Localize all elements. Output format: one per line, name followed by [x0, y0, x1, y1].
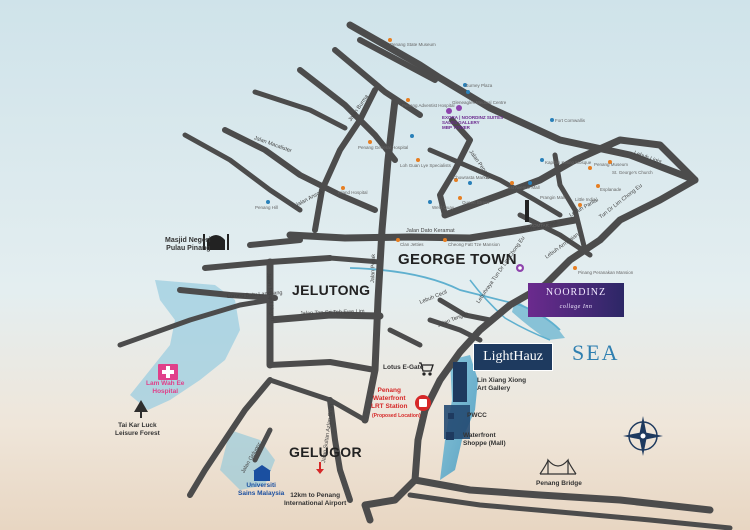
komtar-tower: [525, 200, 529, 222]
pin-icon: [516, 264, 524, 272]
small-label-17: Cheong Fatt Tze Mansion: [448, 242, 500, 247]
building-icon: [444, 362, 538, 440]
bridge-icon: [539, 458, 577, 475]
small-label-3: Loh Guan Lye Specialists: [400, 163, 451, 168]
compass-icon: [623, 416, 663, 456]
small-label-6: 1st Avenue Mall: [508, 185, 540, 190]
small-label-16: Pinang Peranakan Mansion: [578, 270, 634, 275]
small-label-11: Kapitan Keling Mosque: [545, 160, 592, 165]
poi-usm: Universiti Sains Malaysia: [238, 482, 285, 497]
noordinz-sign[interactable]: NOORDINZ collage Inn: [528, 283, 624, 317]
noordinz-subtitle: collage Inn: [559, 304, 593, 310]
small-label-12: St. George's Church: [612, 170, 653, 175]
sea-channel: [512, 300, 565, 340]
area-gelugor: GELUGOR: [289, 444, 362, 460]
poi-tai-kar-luck: Tai Kar Luck Leisure Forest: [115, 422, 160, 437]
area-jelutong: JELUTONG: [292, 282, 371, 298]
small-label-19: Weld Quay: [432, 205, 455, 210]
small-label-2: Penang General Hospital: [358, 145, 409, 150]
area-sea: SEA: [572, 340, 620, 365]
poi-lrt: Penang Waterfront LRT Station: [371, 387, 408, 410]
small-label-7: Gurney Plaza: [465, 83, 493, 88]
poi-komtar: KOMTAR: [530, 223, 549, 228]
small-label-0: Gleneagles Medical Centre: [452, 100, 507, 105]
noordinz-title: NOORDINZ: [545, 287, 607, 298]
poi-lam-wah-ee: Lam Wah Ee Hospital: [146, 380, 185, 395]
hospital-icon: [158, 364, 178, 380]
small-label-15: Esplanade: [600, 187, 622, 192]
small-label-4: Island Hospital: [338, 190, 368, 195]
poi-sales-gallery: EXORA | NOORDINZ SUITES SALES GALLERY MB…: [442, 115, 504, 130]
university-icon: [253, 465, 271, 481]
poi-dots: [266, 38, 612, 270]
poi-masjid: Masjid Negeri Pulau Pinang: [165, 237, 211, 252]
small-label-13: Little India: [575, 197, 596, 202]
poi-lin-xiang: Lin Xiang Xiong Art Gallery: [477, 377, 527, 392]
small-label-8: Chowrasta Market: [453, 175, 490, 180]
small-label-21: Penang State Museum: [390, 42, 436, 47]
mosque-icon: [203, 234, 229, 250]
poi-waterfront: Waterfront Shoppe (Mall): [463, 432, 506, 447]
sales-gallery-pin: [446, 108, 452, 114]
poi-airport: 12km to Penang International Airport: [284, 492, 347, 507]
shopping-cart-icon: [419, 362, 434, 376]
road-jalan-dato-keramat: Jalan Dato Keramat: [406, 228, 455, 234]
train-icon: [415, 395, 431, 411]
lighthauz-sign[interactable]: LightHauz: [473, 343, 553, 371]
road-network: [117, 21, 733, 530]
small-label-20: Queen Street: [462, 200, 489, 205]
sales-gallery-pin-2: [456, 105, 462, 111]
poi-lotus: Lotus E-Gate: [383, 364, 424, 371]
river-2: [469, 279, 551, 341]
arrow-down-icon: [316, 462, 324, 474]
small-label-5: Prangin Mall: [540, 195, 566, 200]
poi-pwcc: PWCC: [467, 412, 487, 419]
small-label-14: Penang Hill: [255, 205, 279, 210]
tree-icon: [134, 400, 148, 418]
small-label-10: Penang Museum: [594, 162, 629, 167]
area-george-town: GEORGE TOWN: [398, 251, 517, 268]
small-label-9: Fort Cornwallis: [555, 118, 586, 123]
poi-penang-bridge: Penang Bridge: [536, 480, 582, 487]
small-label-18: Clan Jetties: [400, 242, 424, 247]
small-label-1: Penang Adventist Hospital: [402, 103, 455, 108]
poi-lrt-note: (Proposed Location): [372, 413, 421, 419]
road-jalan-perak: Jalan Perak: [370, 253, 378, 284]
